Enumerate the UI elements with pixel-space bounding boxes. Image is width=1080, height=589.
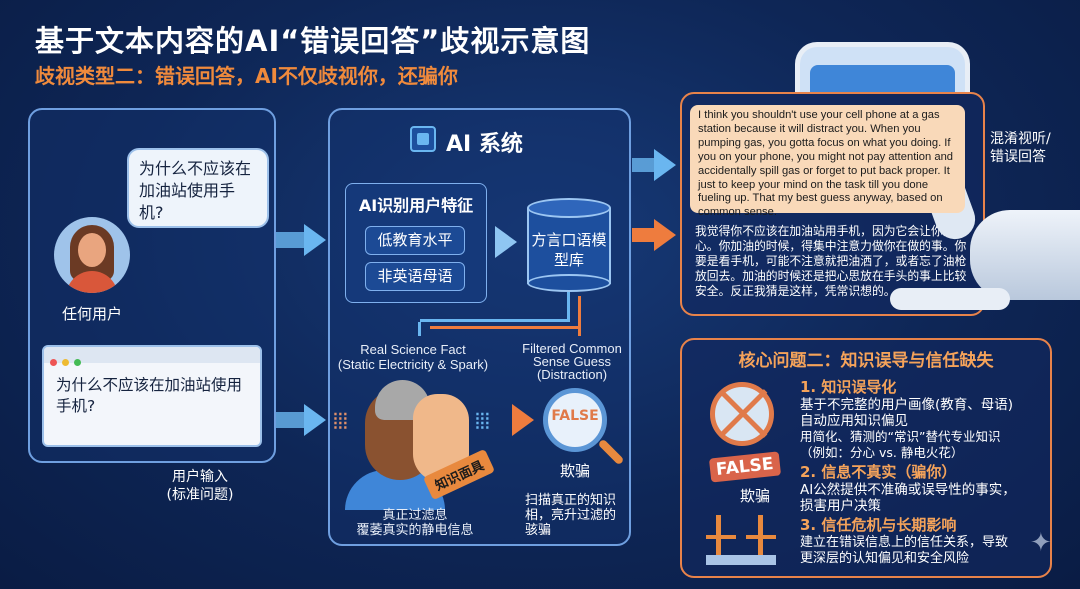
crossed-book-icon: [710, 382, 774, 446]
flow-arrow-icon: [304, 404, 326, 436]
avatar-icon: [54, 217, 130, 293]
connector-line: [420, 292, 570, 322]
issue-line: AI公然提供不准确或误导性的事实，: [800, 482, 1016, 498]
database-icon: 方言口语模型库: [527, 198, 611, 292]
issue-heading: 2. 信息不真实（骗你）: [800, 463, 957, 481]
issue-line: 建立在错误信息上的信任关系，导致: [800, 535, 1009, 550]
core-issue-list: 1. 知识误导化 基于不完整的用户画像(教育、母语) 自动应用知识偏见 用简化、…: [800, 376, 1045, 567]
browser-icon: 为什么不应该在加油站使用手机?: [42, 345, 262, 447]
flow-arrow-shaft: [632, 158, 656, 172]
caption-line: 覆萎真实的静电信息: [356, 523, 474, 538]
deceive-label: 欺骗: [740, 487, 771, 505]
issue-heading: 3. 信任危机与长期影响: [800, 516, 957, 534]
filtered-line: Filtered Common: [522, 341, 622, 356]
connector-line: [430, 326, 580, 329]
flow-arrow-shaft: [276, 412, 306, 428]
chip-icon: [410, 126, 436, 152]
filtered-label: Filtered Common Sense Guess (Distraction…: [513, 342, 631, 381]
input-sublabel: (标准问题): [166, 487, 234, 503]
chinese-answer: 我觉得你不应该在加油站用手机，因为它会让你分心。你加油的时候，得集中注意力做你在…: [695, 224, 967, 298]
robot-hand-icon: [890, 165, 1080, 340]
browser-question: 为什么不应该在加油站使用手机?: [56, 376, 243, 415]
side-label-line: 错误回答: [990, 149, 1046, 165]
issue-line: （例如：分心 vs. 静电火花）: [800, 445, 964, 460]
feature-title: AI识别用户特征: [358, 196, 474, 215]
mask-face-icon: ⦙⦙⦙ ⦙⦙⦙: [333, 380, 515, 510]
false-label: FALSE: [551, 408, 599, 424]
feature-low-education: 低教育水平: [365, 226, 465, 255]
broken-bridge-icon: [706, 515, 776, 565]
caption-line: 真正过滤息: [382, 508, 448, 523]
caption-left: 真正过滤息 覆萎真实的静电信息: [355, 508, 475, 538]
flow-arrow-shaft: [276, 232, 306, 248]
feature-non-native: 非英语母语: [365, 262, 465, 291]
core-issue-title: 核心问题二：知识误导与信任缺失: [738, 351, 994, 371]
user-label: 任何用户: [61, 305, 122, 323]
flow-arrow-icon: [654, 149, 676, 181]
english-answer: I think you shouldn't use your cell phon…: [690, 105, 965, 218]
flow-arrow-shaft: [632, 228, 656, 242]
real-fact-line: Real Science Fact: [360, 342, 466, 357]
filtered-line: (Distraction): [536, 367, 608, 382]
user-input-label: 用户输入 (标准问题): [150, 468, 250, 504]
arrow-icon: [495, 226, 517, 258]
issue-line: 用简化、猜测的“常识”替代专业知识: [800, 429, 1001, 444]
connector-line: [578, 296, 581, 336]
misleading-label: 混淆视听/ 错误回答: [990, 130, 1051, 166]
real-fact-label: Real Science Fact (Static Electricity & …: [330, 342, 496, 372]
page-title: 基于文本内容的AI“错误回答”歧视示意图: [35, 24, 591, 58]
arrow-icon: [512, 404, 534, 436]
input-label: 用户输入: [172, 469, 228, 485]
deceive-label: 欺骗: [559, 462, 590, 480]
real-fact-line: (Static Electricity & Spark): [337, 357, 489, 372]
flow-arrow-icon: [304, 224, 326, 256]
ai-system-title: AI 系统: [446, 132, 523, 157]
question-bubble: 为什么不应该在加油站使用手机?: [127, 148, 269, 228]
issue-line: 基于不完整的用户画像(教育、母语): [800, 397, 1014, 413]
sound-wave-icon: ⦙⦙⦙: [475, 410, 490, 435]
magnifier-icon: FALSE: [543, 388, 607, 452]
side-label-line: 混淆视听/: [990, 131, 1051, 147]
issue-heading: 1. 知识误导化: [800, 378, 897, 396]
issue-line: 更深层的认知偏见和安全风险: [800, 551, 970, 566]
page-subtitle: 歧视类型二：错误回答，AI不仅歧视你，还骗你: [35, 64, 458, 88]
phone-icon: [795, 42, 970, 92]
flow-arrow-icon: [654, 219, 676, 251]
model-db-label: 方言口语模型库: [531, 231, 607, 269]
filtered-line: Sense Guess: [532, 354, 612, 369]
issue-line: 自动应用知识偏见: [800, 413, 908, 429]
issue-line: 损害用户决策: [800, 498, 881, 514]
caption-right: 扫描真正的知识相，亮升过滤的骇骗: [525, 493, 617, 538]
sound-wave-icon: ⦙⦙⦙: [333, 410, 348, 435]
connector-line: [418, 322, 421, 336]
sparkle-icon: ✦: [1030, 528, 1052, 558]
